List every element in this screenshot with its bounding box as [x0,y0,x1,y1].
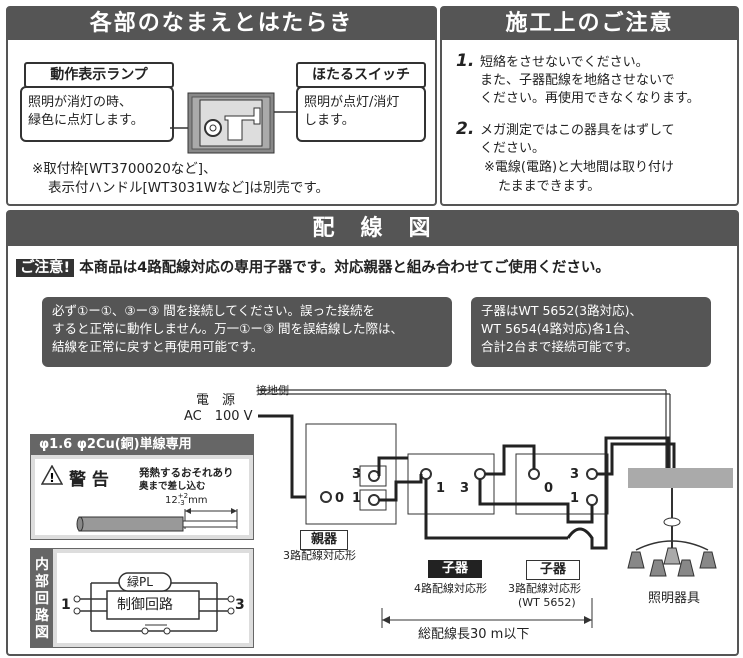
parts-note-2: 表示付ハンドル[WT3031Wなど]は別売です。 [48,180,329,196]
wiring-diagram [258,389,733,628]
parts-title: 各部のなまえとはたらき [8,8,435,40]
switch-desc-2: します。 [304,113,355,128]
internal-circuit-diagram [73,572,235,635]
caution-2-line-4: たままできます。 [498,179,601,194]
warning-text-2: 奥まで差し込む [139,481,206,492]
wire-strip-illustration [76,508,238,532]
wire-spec-box: φ1.6 φ2Cu(銅)単線専用 ! 警 告 発熱するおそれあり 奥まで差し込む… [30,434,254,540]
connection-note-box: 必ず①ー①、③ー③ 間を接続してください。誤った接続を すると正常に動作しません… [42,297,452,367]
internal-circuit-box: 内部回路図 緑PL 制 [30,548,254,648]
master-t3: 3 [352,467,362,482]
master-t1: 1 [352,491,362,506]
warning-triangle-icon: ! [41,465,63,485]
switch-label: ほたるスイッチ [296,62,426,88]
caution-1-line-3: ください。再使用できなくなります。 [480,91,700,106]
power-label: 電 源 [196,393,236,408]
wire-spec-title: φ1.6 φ2Cu(銅)単線専用 [31,435,253,455]
internal-t1: 1 [61,597,71,613]
parts-panel: 各部のなまえとはたらき 動作表示ランプ 照明が消灯の時、 緑色に点灯します。 ほ… [6,6,437,206]
connection-note-1: 必ず①ー①、③ー③ 間を接続してください。誤った接続を [52,303,376,318]
lamp-fixture-icon [627,517,717,577]
slave3-t3: 3 [570,467,580,482]
caution-panel: 施工上のご注意 1. 短絡をさせないでください。 また、子器配線を地絡させないで… [440,6,739,206]
slave4-label: 子器 [428,560,482,578]
switch-device-illustration [170,92,296,154]
caution-2-line-1: メガ測定ではこの器具をはずして [480,123,675,138]
power-value: AC 100 V [184,409,253,424]
master-label: 親器 [300,530,348,550]
total-length-label: 総配線長30 m以下 [418,627,530,642]
caution-2-line-3: ※電線(電路)と大地間は取り付け [484,160,675,175]
strip-tol-minus: -3 [177,499,185,507]
parts-note-1: ※取付枠[WT3700020など]、 [32,161,217,177]
internal-ctrl: 制御回路 [117,597,173,613]
connection-note-3: 結線を正常に戻すと再使用可能です。 [52,339,264,354]
slave-note-box: 子器はWT 5652(3路対応)、 WT 5654(4路対応)各1台、 合計2台… [471,297,711,367]
lamp-fixture-label: 照明器具 [648,591,701,606]
warning-label: 警 告 [69,470,109,490]
slave-note-2: WT 5654(4路対応)各1台、 [481,321,638,336]
internal-label: 内部回路図 [31,549,53,647]
master-t0: 0 [335,491,345,506]
caution-1-line-2: また、子器配線を地絡させないで [480,73,675,88]
slave4-t1: 1 [436,481,446,496]
lamp-label: 動作表示ランプ [24,62,174,88]
lamp-desc-2: 緑色に点灯します。 [28,113,144,128]
internal-pl: 緑PL [127,575,153,589]
strip-length-value: 12 [165,495,178,506]
slave-note-1: 子器はWT 5652(3路対応)、 [481,303,642,318]
internal-label-text: 内部回路図 [35,557,49,641]
wiring-title: 配 線 図 [8,212,737,246]
notice-row: ご注意! 本商品は4路配線対応の専用子器です。対応親器と組み合わせてご使用くださ… [16,256,610,277]
notice-badge: ご注意! [16,259,75,277]
strip-unit: mm [188,495,208,506]
slave4-sub: 4路配線対応形 [414,582,487,595]
svg-text:!: ! [49,471,54,485]
switch-desc-box [296,86,426,142]
caution-2-line-2: ください。 [480,141,546,156]
slave4-t3: 3 [460,481,470,496]
lamp-desc-box [20,86,174,142]
caution-1-line-1: 短絡をさせないでください。 [480,55,649,70]
caution-title: 施工上のご注意 [442,8,737,40]
connection-note-2: すると正常に動作しません。万一①ー③ 間を誤結線した際は、 [52,321,404,336]
notice-text: 本商品は4路配線対応の専用子器です。対応親器と組み合わせてご使用ください。 [79,260,610,276]
warning-text-1: 発熱するおそれあり [139,467,234,479]
lamp-desc-1: 照明が消灯の時、 [28,95,133,110]
caution-num-1: 1. [456,51,475,71]
slave3-t1: 1 [570,491,580,506]
slave3-sub: 3路配線対応形 [508,582,581,595]
wiring-panel: 配 線 図 ご注意! 本商品は4路配線対応の専用子器です。対応親器と組み合わせて… [6,210,739,656]
ground-side-label: 接地側 [256,384,289,397]
internal-t3: 3 [235,597,245,613]
slave3-label: 子器 [526,560,580,580]
strip-tol-plus: +2 [177,492,189,500]
switch-desc-1: 照明が点灯/消灯 [304,95,400,110]
slave3-model: (WT 5652) [518,596,576,609]
slave-note-3: 合計2台まで接続可能です。 [481,339,638,354]
slave3-t0: 0 [544,481,554,496]
caution-num-2: 2. [456,119,475,139]
internal-inner: 緑PL 制御回路 1 3 [57,553,249,643]
master-sub: 3路配線対応形 [283,549,356,562]
